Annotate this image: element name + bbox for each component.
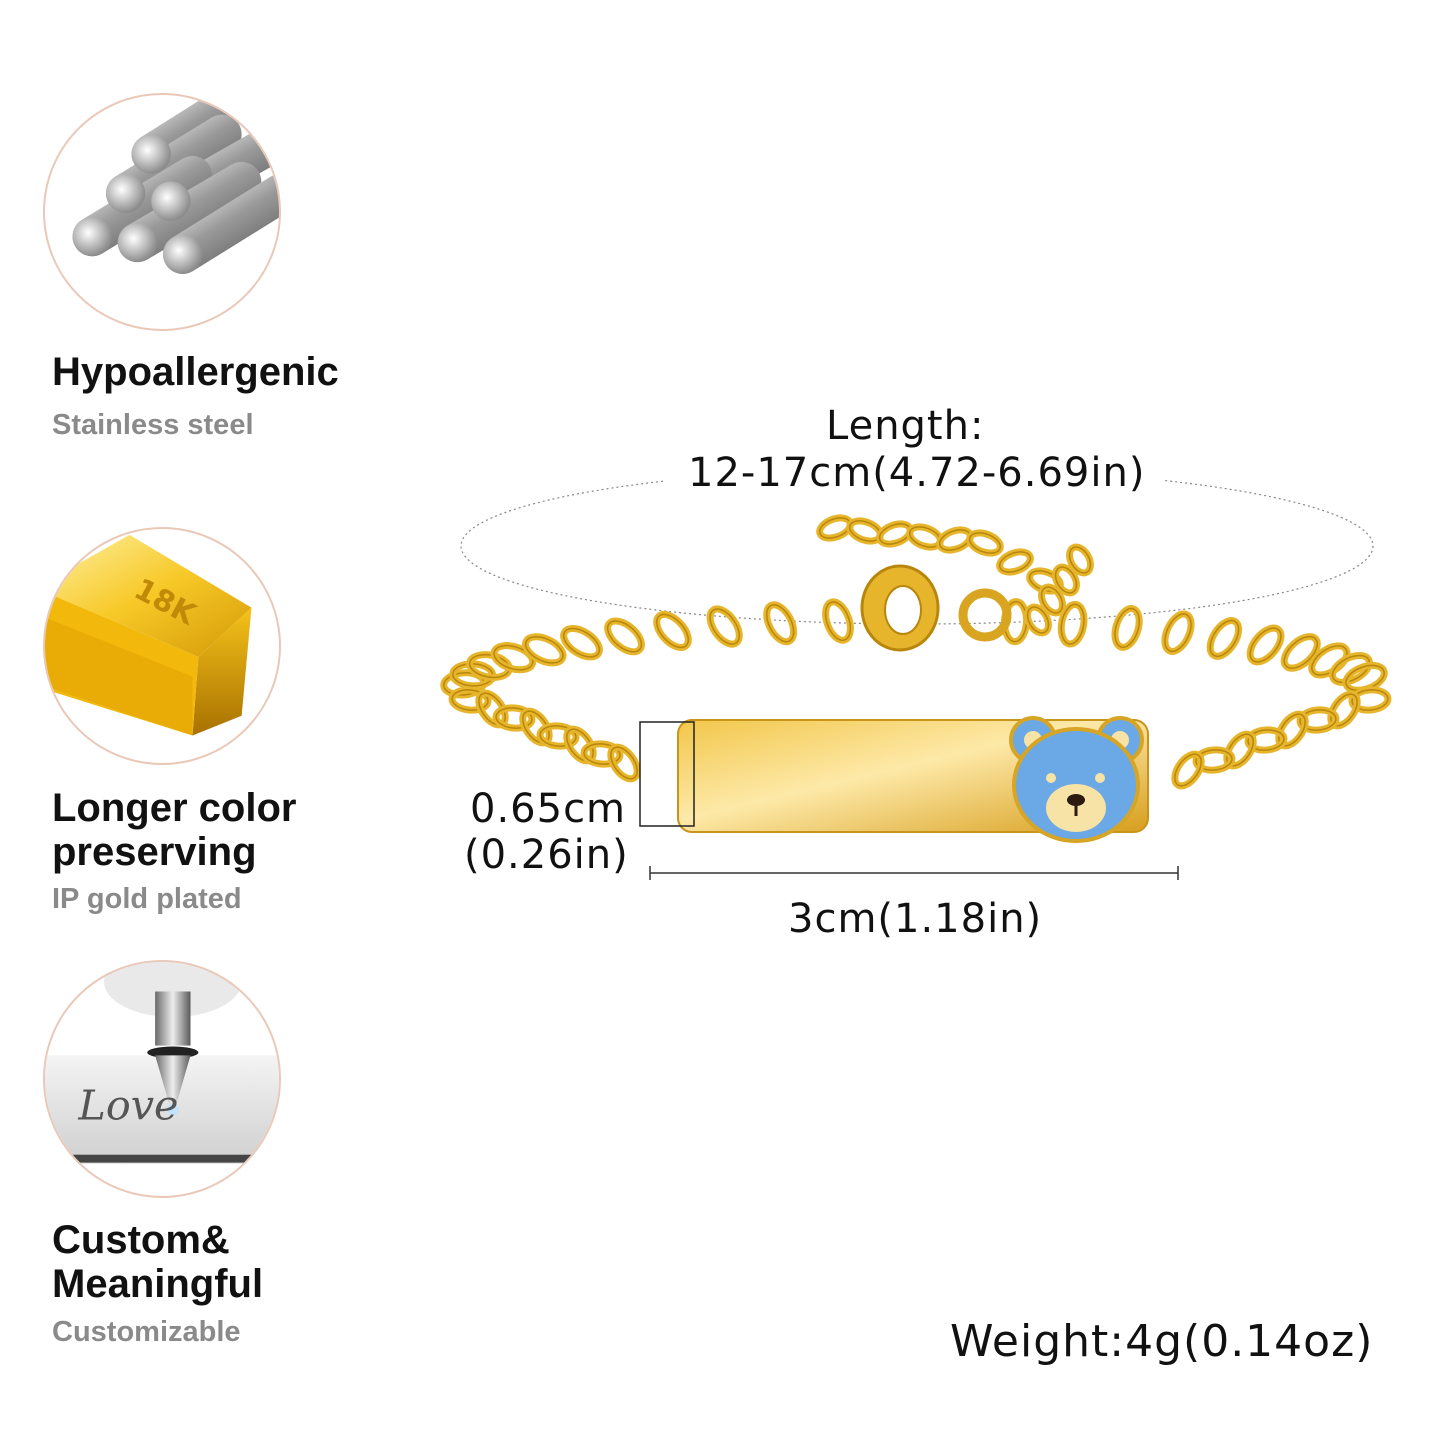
height-cm-label: 0.65cm bbox=[470, 786, 627, 832]
chain-link bbox=[1246, 624, 1285, 666]
gold-bar-image: 18K bbox=[43, 527, 281, 765]
chain-link bbox=[1249, 627, 1282, 663]
height-in-label: (0.26in) bbox=[464, 832, 629, 878]
chain-link bbox=[824, 601, 852, 641]
chain-link bbox=[1247, 729, 1285, 751]
chain-link bbox=[653, 610, 692, 651]
chain-link bbox=[495, 707, 533, 729]
chain-link bbox=[1026, 606, 1050, 634]
length-label: Length: bbox=[826, 403, 985, 449]
chain-link bbox=[1299, 709, 1337, 731]
chain-link bbox=[1174, 753, 1202, 787]
chain-link bbox=[1351, 689, 1389, 711]
feature-subtitle-plated: IP gold plated bbox=[52, 883, 242, 915]
feature-title-custom: Custom& Meaningful bbox=[52, 1218, 264, 1306]
engraving-tool-icon: Love bbox=[45, 962, 279, 1164]
chain-link bbox=[709, 608, 741, 645]
chain-link bbox=[562, 627, 601, 658]
chain-link bbox=[610, 746, 638, 780]
chain-link bbox=[656, 613, 690, 649]
chain-link bbox=[1068, 546, 1092, 574]
chain-link bbox=[1164, 613, 1192, 653]
engraved-text: Love bbox=[77, 1081, 178, 1129]
name-plate bbox=[677, 716, 1149, 843]
chain-link bbox=[1209, 619, 1240, 658]
bear-charm-icon bbox=[1009, 716, 1144, 843]
chain-link bbox=[765, 604, 795, 643]
chain-link bbox=[451, 689, 489, 711]
engraving-image: Love bbox=[43, 960, 281, 1198]
height-bracket bbox=[639, 721, 695, 827]
chain-link bbox=[539, 725, 577, 747]
chain-link bbox=[1195, 749, 1233, 771]
width-guide-line bbox=[649, 866, 1179, 880]
chain-link bbox=[493, 644, 534, 671]
chain-link bbox=[604, 617, 645, 656]
feature-title-color: Longer color preserving bbox=[52, 786, 297, 874]
feature-title-hypoallergenic: Hypoallergenic bbox=[52, 350, 339, 394]
chain-link bbox=[583, 743, 621, 765]
lobster-clasp bbox=[860, 564, 1012, 652]
chain-link bbox=[1283, 635, 1319, 669]
chain-link bbox=[606, 620, 643, 653]
chain-link bbox=[524, 636, 564, 664]
feature-subtitle-customizable: Customizable bbox=[52, 1316, 241, 1348]
chain-link bbox=[1114, 607, 1140, 649]
width-label: 3cm(1.18in) bbox=[788, 896, 1043, 942]
feature-subtitle-stainless: Stainless steel bbox=[52, 409, 254, 441]
chain-link bbox=[1040, 586, 1064, 614]
chain-link bbox=[998, 551, 1032, 573]
weight-label: Weight:4g(0.14oz) bbox=[950, 1316, 1374, 1367]
chain-link bbox=[1331, 654, 1371, 684]
length-value: 12-17cm(4.72-6.69in) bbox=[688, 450, 1146, 496]
chain-link bbox=[1060, 603, 1085, 645]
chain-link bbox=[1054, 566, 1078, 594]
gold-bar-icon: 18K bbox=[45, 534, 252, 736]
chain-link bbox=[1280, 633, 1321, 672]
chain-link bbox=[968, 532, 1002, 554]
bracelet-chain bbox=[440, 514, 1392, 790]
